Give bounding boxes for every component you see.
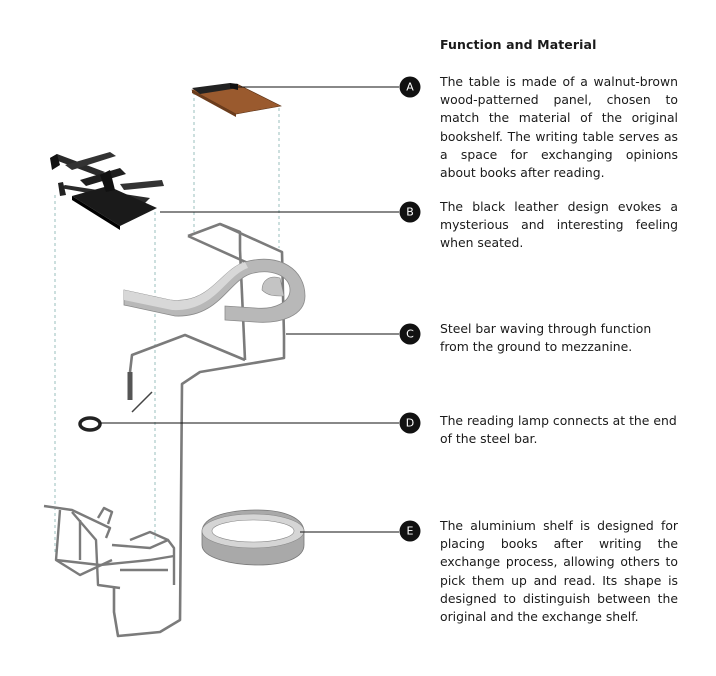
wooden-table-panel <box>191 83 282 117</box>
callout-text-d: The reading lamp connects at the end of … <box>440 413 677 447</box>
callout-text-c: Steel bar waving through function from t… <box>440 321 652 355</box>
reading-lamp-ring <box>78 416 102 432</box>
svg-text:D: D <box>406 417 414 430</box>
callout-badge-e: E <box>399 520 421 542</box>
callout-text-a: The table is made of a walnut-brown wood… <box>440 74 678 181</box>
svg-text:A: A <box>406 81 414 94</box>
svg-text:C: C <box>406 328 414 341</box>
callout-badge-d: D <box>399 412 421 434</box>
callout-text-b: The black leather design evokes a myster… <box>440 199 678 251</box>
svg-text:E: E <box>407 525 414 538</box>
callout-badge-c: C <box>399 323 421 345</box>
leather-seat <box>50 152 164 230</box>
steel-base-frame <box>43 504 176 590</box>
svg-text:B: B <box>406 206 414 219</box>
aluminium-round-shelf <box>201 509 305 566</box>
section-title: Function and Material <box>440 37 597 52</box>
callout-text-e: The aluminium shelf is designed for plac… <box>440 518 678 625</box>
callout-badge-b: B <box>399 201 421 223</box>
callout-badge-a: A <box>399 76 421 98</box>
steel-bar <box>112 222 286 638</box>
aluminium-curved-shelf <box>123 258 306 323</box>
leader-lines <box>100 86 399 533</box>
alignment-guides <box>54 92 280 555</box>
